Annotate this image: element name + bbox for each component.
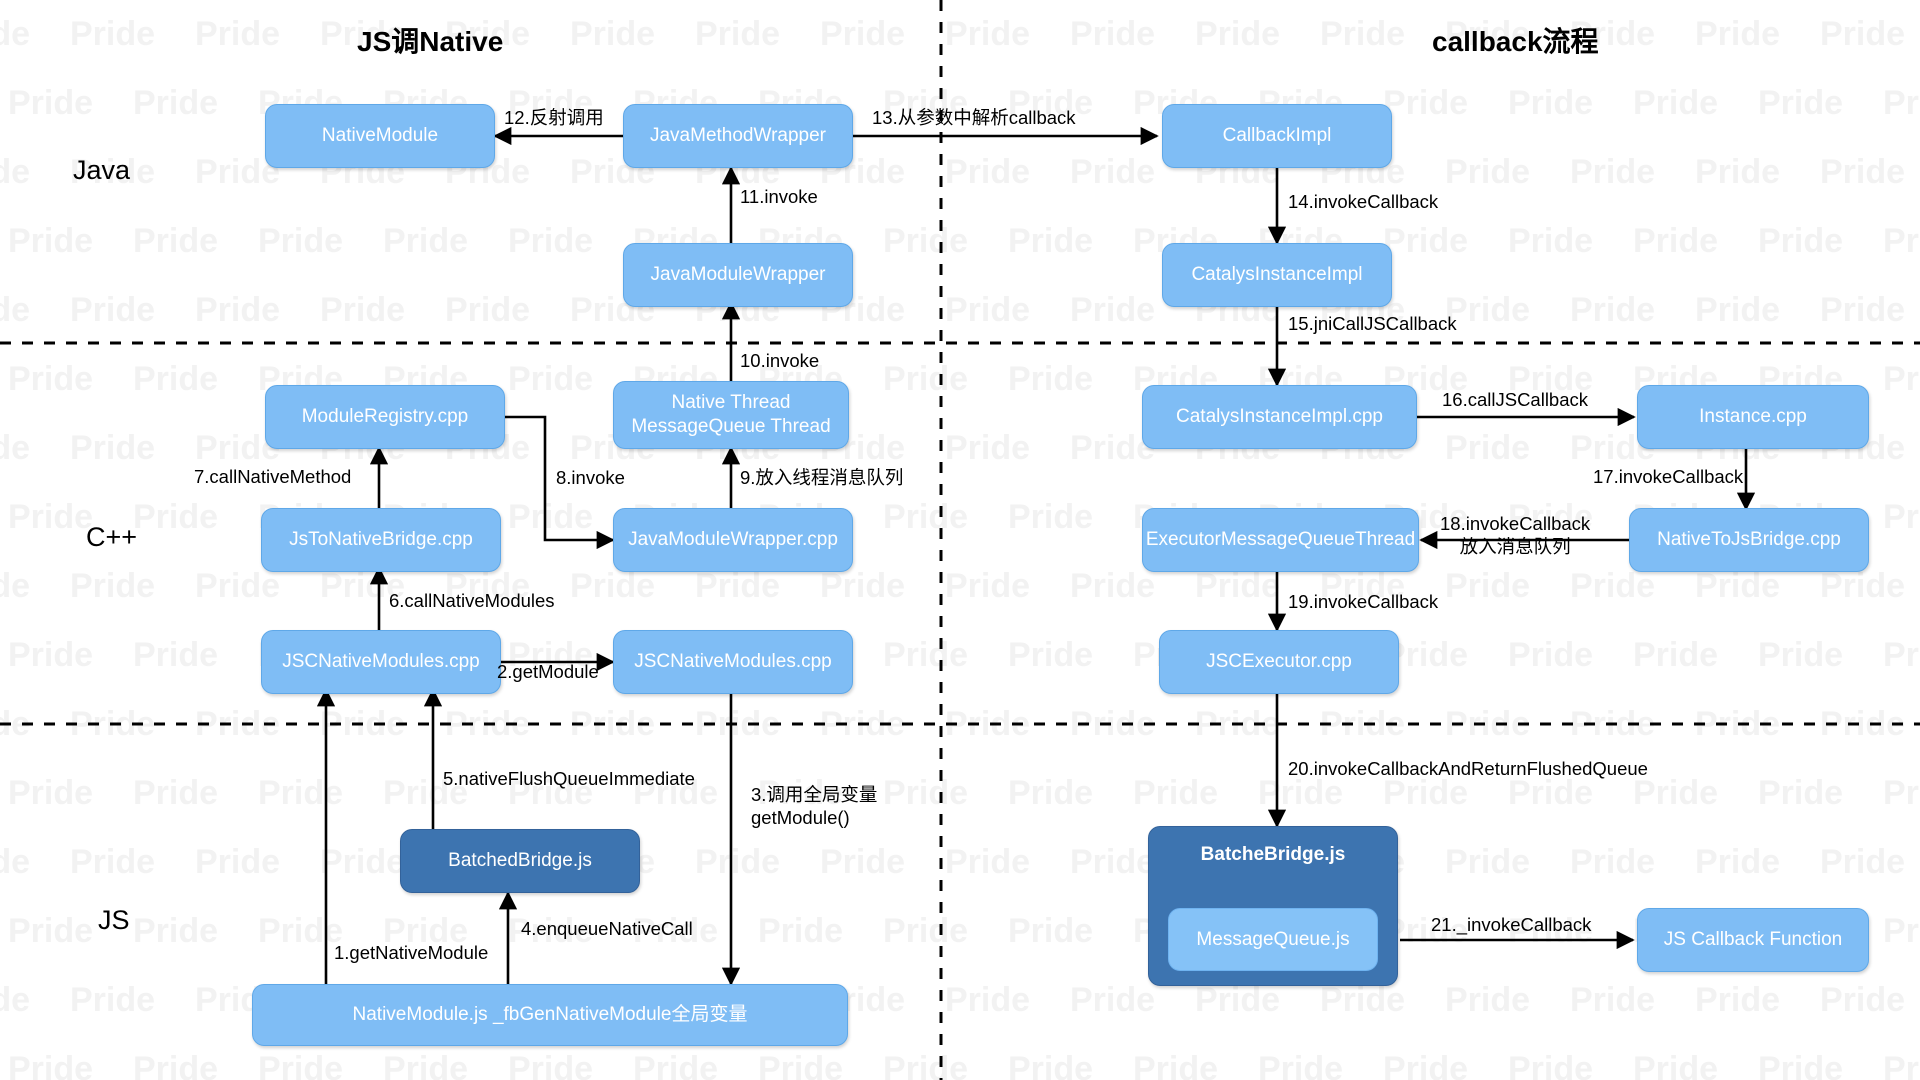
edge-label-1: 1.getNativeModule [334, 942, 489, 963]
node-catalys-instance-impl[interactable]: CatalysInstanceImpl [1162, 243, 1392, 307]
node-jsc-native-modules-cpp-left[interactable]: JSCNativeModules.cpp [261, 630, 501, 694]
node-batched-bridge-js[interactable]: BatchedBridge.js [400, 829, 640, 893]
edge-label-16: 16.callJSCallback [1442, 389, 1589, 410]
layer-label-js: JS [98, 905, 130, 935]
title-js-call-native: JS调Native [357, 26, 504, 57]
edge-label-20: 20.invokeCallbackAndReturnFlushedQueue [1288, 758, 1648, 779]
edge-label-11: 11.invoke [740, 186, 818, 207]
node-module-registry-cpp[interactable]: ModuleRegistry.cpp [265, 385, 505, 449]
edge-label-13: 13.从参数中解析callback [872, 107, 1076, 128]
node-catalys-instance-impl-cpp[interactable]: CatalysInstanceImpl.cpp [1142, 385, 1417, 449]
node-java-method-wrapper[interactable]: JavaMethodWrapper [623, 104, 853, 168]
node-java-module-wrapper-cpp[interactable]: JavaModuleWrapper.cpp [613, 508, 853, 572]
layer-label-cpp: C++ [86, 522, 138, 552]
edge-label-2: 2.getModule [497, 661, 599, 682]
node-js-to-native-bridge-cpp[interactable]: JsToNativeBridge.cpp [261, 508, 501, 572]
node-native-module[interactable]: NativeModule [265, 104, 495, 168]
edge-label-21: 21._invokeCallback [1431, 914, 1592, 935]
node-java-module-wrapper[interactable]: JavaModuleWrapper [623, 243, 853, 307]
edge-label-5: 5.nativeFlushQueueImmediate [443, 768, 695, 789]
edge-label-12: 12.反射调用 [504, 107, 604, 128]
node-jsc-native-modules-cpp-right[interactable]: JSCNativeModules.cpp [613, 630, 853, 694]
edge-label-17: 17.invokeCallback [1593, 466, 1744, 487]
node-native-thread-message-queue-thread[interactable]: Native Thread MessageQueue Thread [613, 381, 849, 449]
title-callback-flow: callback流程 [1432, 26, 1599, 57]
node-js-callback-function[interactable]: JS Callback Function [1637, 908, 1869, 972]
node-native-to-js-bridge-cpp[interactable]: NativeToJsBridge.cpp [1629, 508, 1869, 572]
edge-label-4: 4.enqueueNativeCall [521, 918, 693, 939]
edge-label-7: 7.callNativeMethod [194, 466, 352, 487]
edge-label-9: 9.放入线程消息队列 [740, 467, 904, 488]
node-instance-cpp[interactable]: Instance.cpp [1637, 385, 1869, 449]
edge-label-19: 19.invokeCallback [1288, 591, 1439, 612]
edge-label-14: 14.invokeCallback [1288, 191, 1439, 212]
edge-label-15: 15.jniCallJSCallback [1288, 313, 1457, 334]
edge-label-8: 8.invoke [556, 467, 625, 488]
edge-label-18: 18.invokeCallback 放入消息队列 [1440, 513, 1591, 558]
node-jsc-executor-cpp[interactable]: JSCExecutor.cpp [1159, 630, 1399, 694]
node-native-module-js[interactable]: NativeModule.js _fbGenNativeModule全局变量 [252, 984, 848, 1046]
edge-label-3: 3.调用全局变量 getModule() [751, 784, 878, 829]
node-callback-impl[interactable]: CallbackImpl [1162, 104, 1392, 168]
edge-label-10: 10.invoke [740, 350, 820, 371]
node-executor-message-queue-thread[interactable]: ExecutorMessageQueueThread [1142, 508, 1419, 572]
edge-label-6: 6.callNativeModules [389, 590, 555, 611]
layer-label-java: Java [73, 155, 131, 185]
node-message-queue-js[interactable]: MessageQueue.js [1168, 908, 1378, 971]
